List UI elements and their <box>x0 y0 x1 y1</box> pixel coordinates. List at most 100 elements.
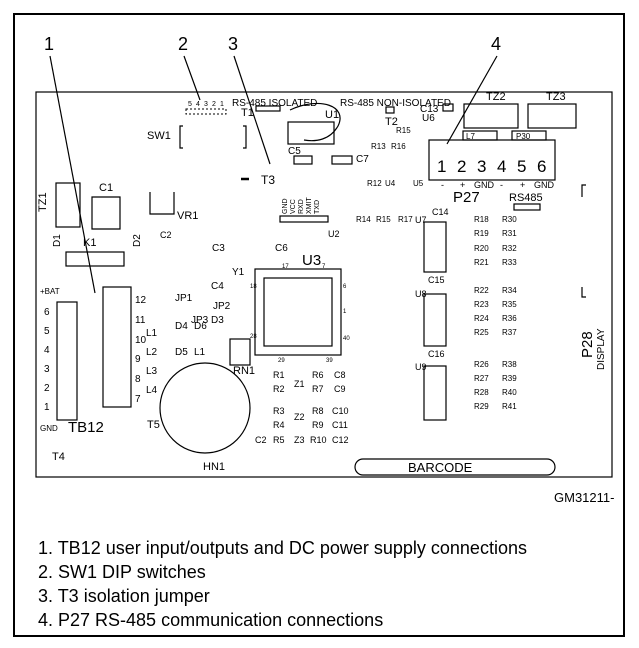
u6-label: U6 <box>422 113 435 124</box>
c2-lower-label: C2 <box>255 435 267 445</box>
u3-pin-29: 29 <box>278 358 285 364</box>
c10-label: C10 <box>332 406 349 416</box>
u3-label: U3 <box>302 252 321 269</box>
bat-label: +BAT <box>40 287 60 296</box>
u3-die <box>263 277 333 347</box>
d5-label: D6 <box>194 321 207 332</box>
r21-label: R21 <box>474 258 489 267</box>
l1-label: L1 <box>146 328 158 339</box>
r25-label: R25 <box>474 328 489 337</box>
u3-pin-28: 28 <box>250 334 257 340</box>
r32-label: R32 <box>502 244 517 253</box>
c11-label: C11 <box>332 420 348 430</box>
jumper-label-non-isolated: RS-485 NON-ISOLATED <box>340 98 451 109</box>
p27-pin-6: 6 <box>537 157 546 176</box>
r8-label: R8 <box>312 406 324 416</box>
callout-3: 3 <box>228 34 238 54</box>
p27-pin-1: 1 <box>437 157 446 176</box>
p27-polarity-1: - <box>441 180 444 190</box>
jp2-label: JP3 <box>191 315 209 326</box>
c13-body <box>442 103 454 112</box>
r5-label: R5 <box>273 435 285 445</box>
r28-label: R28 <box>474 388 489 397</box>
c16-label: C16 <box>428 349 445 359</box>
c13-label: C13 <box>420 104 439 115</box>
r13-label: R13 <box>371 142 386 151</box>
p30-pin-rxd: RXD <box>298 199 305 214</box>
l5-label: L7 <box>466 132 475 141</box>
d6-label: L1 <box>194 347 206 358</box>
k1-label: K1 <box>83 237 96 249</box>
r18-label: R18 <box>474 215 489 224</box>
p27-polarity-2: + <box>460 180 465 190</box>
legend-item-4: 4. P27 RS-485 communication connections <box>38 610 384 630</box>
sw1-pin-4: 4 <box>196 101 200 108</box>
jumper-label-isolated: RS-485 ISOLATED <box>232 98 317 109</box>
u5-label: U5 <box>413 179 424 188</box>
legend-item-3: 3. T3 isolation jumper <box>38 586 210 606</box>
u1-label: U1 <box>325 109 339 121</box>
r33-label: R33 <box>502 258 517 267</box>
board-outline <box>35 91 613 478</box>
r30-label: R30 <box>502 215 517 224</box>
sw1-pin-2: 2 <box>212 101 216 108</box>
r10-label: R10 <box>310 435 327 445</box>
c1-label: C1 <box>99 182 113 194</box>
r37-label: R37 <box>502 328 517 337</box>
leader-line-4 <box>446 55 498 145</box>
tb12-pin-12: 12 <box>135 295 147 306</box>
tb12-pin-2: 2 <box>44 383 50 394</box>
tb12-pin-7: 7 <box>135 394 141 405</box>
leader-line-1 <box>49 55 96 294</box>
y1-label: Y1 <box>232 267 245 278</box>
p30-pin-vcc: VCC <box>290 199 297 214</box>
u7-body <box>423 221 447 273</box>
u1-body <box>287 121 335 145</box>
p28-label: P28 <box>579 331 596 358</box>
c4-label: C4 <box>211 281 224 292</box>
p27-pin-5: 5 <box>517 157 526 176</box>
p27-label: P27 <box>453 189 480 206</box>
u3-pin-6: 6 <box>343 284 347 290</box>
r2-label: R2 <box>273 384 285 394</box>
jp1-label: JP2 <box>213 301 231 312</box>
l6-label: P30 <box>516 132 531 141</box>
tb12-pin-1: 1 <box>44 402 50 413</box>
z1-label: Z1 <box>294 379 305 389</box>
l3-label: L3 <box>146 366 158 377</box>
tb12-pin-11: 11 <box>135 315 146 326</box>
r39-label: R39 <box>502 374 517 383</box>
u3-pin-40: 40 <box>343 336 350 342</box>
r15-label: R15 <box>396 126 411 135</box>
u3-pin-39: 39 <box>326 358 333 364</box>
p27-polarity-3: GND <box>474 180 495 190</box>
p27-polarity-5: + <box>520 180 525 190</box>
c15-label: C15 <box>428 275 445 285</box>
c6-label: C6 <box>275 243 288 254</box>
tb12-pin-4: 4 <box>44 345 50 356</box>
c1-body <box>91 196 121 230</box>
legend-item-1: 1. TB12 user input/outputs and DC power … <box>38 538 527 558</box>
q1-label: JP1 <box>175 293 193 304</box>
r36-label: R36 <box>502 314 517 323</box>
l6-coil <box>511 130 547 141</box>
sw1-label: SW1 <box>147 130 171 142</box>
p27-polarity-4: - <box>500 180 503 190</box>
z3-label: Z3 <box>294 435 305 445</box>
t1-jumper <box>255 105 281 112</box>
r9-label: R9 <box>312 420 324 430</box>
r12-label: R14 <box>356 215 371 224</box>
tz3-label: TZ3 <box>546 91 566 103</box>
c8-label: C8 <box>334 370 346 380</box>
l2-label: L2 <box>146 347 158 358</box>
r22-label: R22 <box>474 286 489 295</box>
hn1-label: HN1 <box>203 461 225 473</box>
r29-label: R29 <box>474 402 489 411</box>
tz2-body <box>463 103 519 129</box>
callout-1: 1 <box>44 34 54 54</box>
tz2-label: TZ2 <box>486 91 506 103</box>
u3-pin-7: 7 <box>322 264 326 270</box>
leader-line-2 <box>183 55 201 101</box>
r11-label: R12 <box>367 179 382 188</box>
